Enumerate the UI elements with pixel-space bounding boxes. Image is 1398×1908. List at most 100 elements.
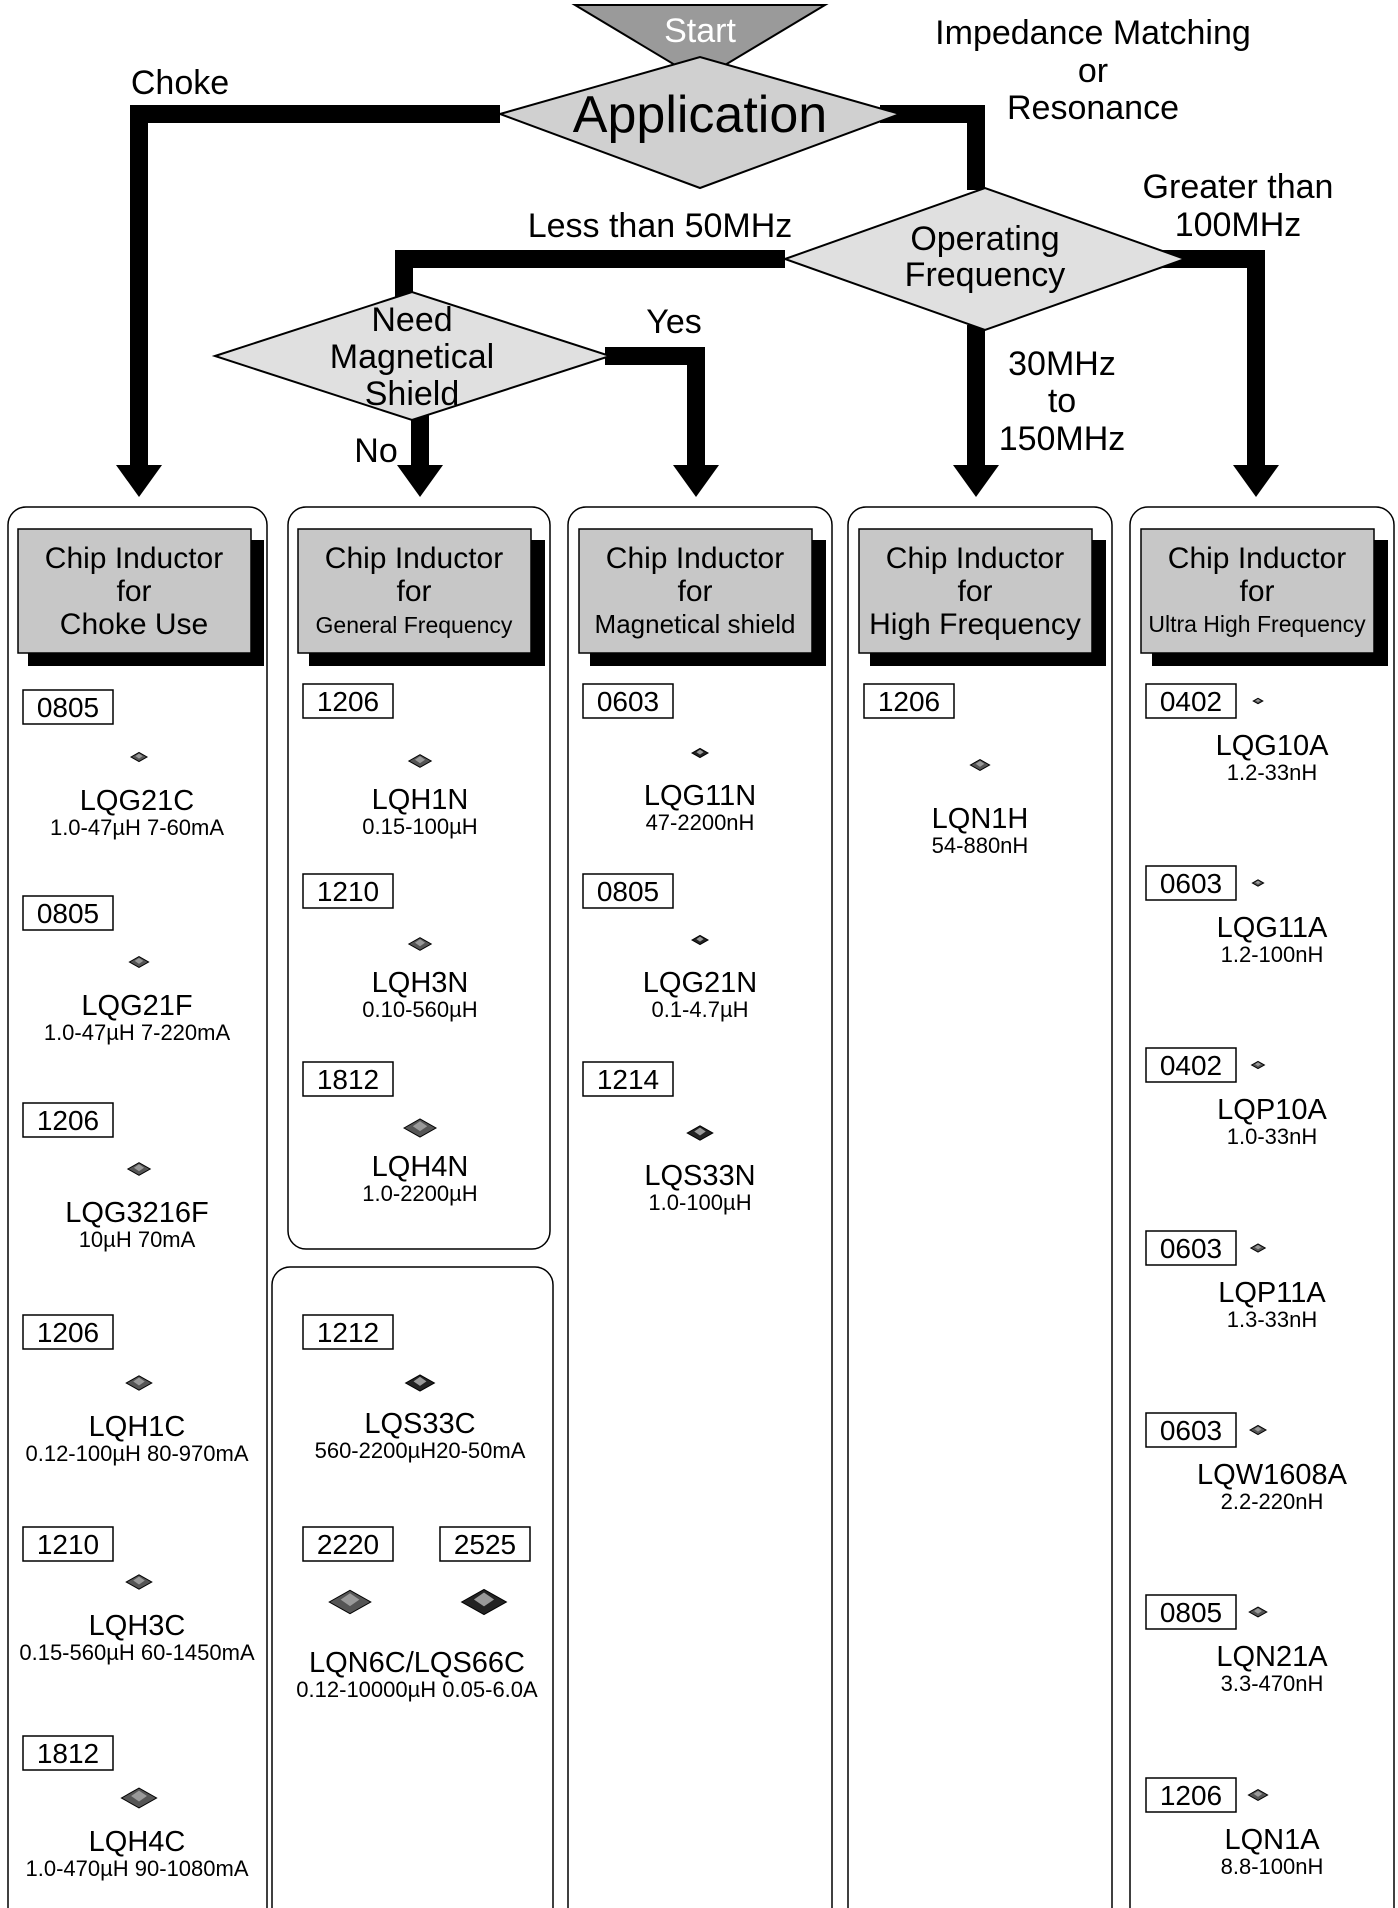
magnetical-shield-line2: Magnetical: [330, 338, 494, 376]
general-size-2: 1812: [302, 1061, 394, 1097]
magnetical-shield-line3: Shield: [365, 375, 460, 413]
header-shield-1: Chip Inductor: [606, 542, 784, 575]
ultra-size-6: 1206: [1145, 1777, 1237, 1813]
general-part-1: LQH3N: [372, 967, 469, 999]
ultra-chip-icon-2: [1250, 1060, 1266, 1070]
header-high-1: Chip Inductor: [886, 542, 1064, 575]
shield-part-0: LQG11N: [644, 780, 756, 812]
ultra-size-3: 0603: [1145, 1230, 1237, 1266]
general-lower-chip-icon-1a: [328, 1589, 372, 1615]
start-node: Start: [571, 4, 829, 82]
arrow-no: [397, 465, 443, 497]
ultra-size-3-label: 0603: [1160, 1233, 1222, 1264]
arrow-yes: [673, 465, 719, 497]
shield-chip-icon-2: [686, 1125, 714, 1141]
shield-spec-1: 0.1-4.7µH: [651, 997, 748, 1022]
arrow-heads: [116, 465, 1279, 497]
branch-mid-1: 30MHz: [1008, 345, 1116, 383]
application-node: Application: [496, 55, 904, 190]
panel-high-frequency: [847, 506, 1113, 1908]
branch-no: No: [354, 432, 397, 470]
line-less50-horizontal: [395, 250, 785, 268]
ultra-part-3: LQP11A: [1218, 1277, 1326, 1309]
ultra-spec-4: 2.2-220nH: [1221, 1489, 1324, 1514]
high-spec-0: 54-880nH: [932, 833, 1029, 858]
ultra-spec-0: 1.2-33nH: [1227, 760, 1318, 785]
ultra-chip-icon-0: [1252, 697, 1264, 705]
arrow-midrange: [953, 465, 999, 497]
panel-choke: [7, 506, 268, 1908]
header-choke-3: Choke Use: [60, 608, 208, 641]
header-shield-2: for: [677, 575, 712, 608]
ultra-size-1-label: 0603: [1160, 868, 1222, 899]
shield-chip-icon-1: [690, 934, 710, 946]
choke-part-0: LQG21C: [80, 785, 194, 817]
general-lower-part-0: LQS33C: [364, 1408, 475, 1440]
shield-size-0: 0603: [582, 683, 674, 719]
general-lower-size-0-label: 1212: [317, 1317, 379, 1348]
general-part-2: LQH4N: [372, 1151, 469, 1183]
choke-size-5-label: 1812: [37, 1738, 99, 1769]
shield-size-1: 0805: [582, 873, 674, 909]
general-lower-size-1a: 2220: [302, 1526, 394, 1562]
general-chip-icon-1: [407, 937, 433, 951]
ultra-size-4: 0603: [1145, 1412, 1237, 1448]
choke-spec-1: 1.0-47µH 7-220mA: [44, 1020, 231, 1045]
ultra-chip-icon-1: [1251, 879, 1265, 887]
choke-part-3: LQH1C: [89, 1411, 186, 1443]
choke-chip-icon-3: [125, 1375, 153, 1391]
line-yes-horizontal: [605, 347, 705, 365]
ultra-chip-icon-5: [1248, 1606, 1268, 1618]
general-size-1-label: 1210: [317, 876, 379, 907]
general-size-0: 1206: [302, 683, 394, 719]
ultra-part-0: LQG10A: [1216, 730, 1329, 762]
general-spec-0: 0.15-100µH: [362, 814, 477, 839]
operating-frequency-line1: Operating: [910, 220, 1059, 258]
application-label: Application: [573, 86, 827, 144]
line-greater100-vertical: [1247, 250, 1265, 470]
choke-size-2-label: 1206: [37, 1105, 99, 1136]
general-size-1: 1210: [302, 873, 394, 909]
ultra-size-0: 0402: [1145, 683, 1237, 719]
ultra-size-1: 0603: [1145, 865, 1237, 901]
choke-size-0-label: 0805: [37, 692, 99, 723]
line-yes-vertical: [687, 347, 705, 470]
branch-mid-2: to: [1048, 382, 1076, 420]
ultra-part-2: LQP10A: [1217, 1094, 1327, 1126]
ultra-chip-icon-6: [1247, 1789, 1269, 1801]
shield-part-2: LQS33N: [644, 1160, 755, 1192]
ultra-spec-3: 1.3-33nH: [1227, 1307, 1318, 1332]
choke-size-3: 1206: [22, 1314, 114, 1350]
high-part-0: LQN1H: [932, 803, 1029, 835]
header-choke-1: Chip Inductor: [45, 542, 223, 575]
line-choke-horizontal: [130, 105, 500, 123]
general-lower-size-1b: 2525: [439, 1526, 531, 1562]
general-lower-spec-1: 0.12-10000µH 0.05-6.0A: [296, 1677, 538, 1702]
header-shield-3: Magnetical shield: [595, 609, 796, 639]
ultra-part-5: LQN21A: [1216, 1641, 1328, 1673]
ultra-spec-5: 3.3-470nH: [1221, 1671, 1324, 1696]
line-impedance-horizontal: [880, 105, 985, 123]
shield-spec-0: 47-2200nH: [646, 810, 755, 835]
branch-impedance-1: Impedance Matching: [935, 14, 1251, 52]
branch-greater-2: 100MHz: [1175, 206, 1302, 244]
choke-spec-3: 0.12-100µH 80-970mA: [25, 1441, 248, 1466]
line-impedance-vertical: [967, 105, 985, 190]
choke-spec-2: 10µH 70mA: [79, 1227, 196, 1252]
ultra-size-5: 0805: [1145, 1594, 1237, 1630]
header-ultra-1: Chip Inductor: [1168, 542, 1346, 575]
branch-impedance-3: Resonance: [1007, 89, 1179, 127]
choke-part-5: LQH4C: [89, 1826, 186, 1858]
general-lower-chip-icon-0: [404, 1374, 436, 1392]
choke-size-1: 0805: [22, 895, 114, 931]
shield-size-1-label: 0805: [597, 876, 659, 907]
operating-frequency-node: Operating Frequency: [782, 186, 1188, 332]
ultra-size-2: 0402: [1145, 1047, 1237, 1083]
operating-frequency-line2: Frequency: [905, 256, 1066, 294]
ultra-spec-2: 1.0-33nH: [1227, 1124, 1318, 1149]
shield-size-0-label: 0603: [597, 686, 659, 717]
general-lower-size-0: 1212: [302, 1314, 394, 1350]
general-size-2-label: 1812: [317, 1064, 379, 1095]
ultra-chip-icon-3: [1249, 1243, 1267, 1253]
choke-chip-icon-0: [129, 751, 149, 763]
